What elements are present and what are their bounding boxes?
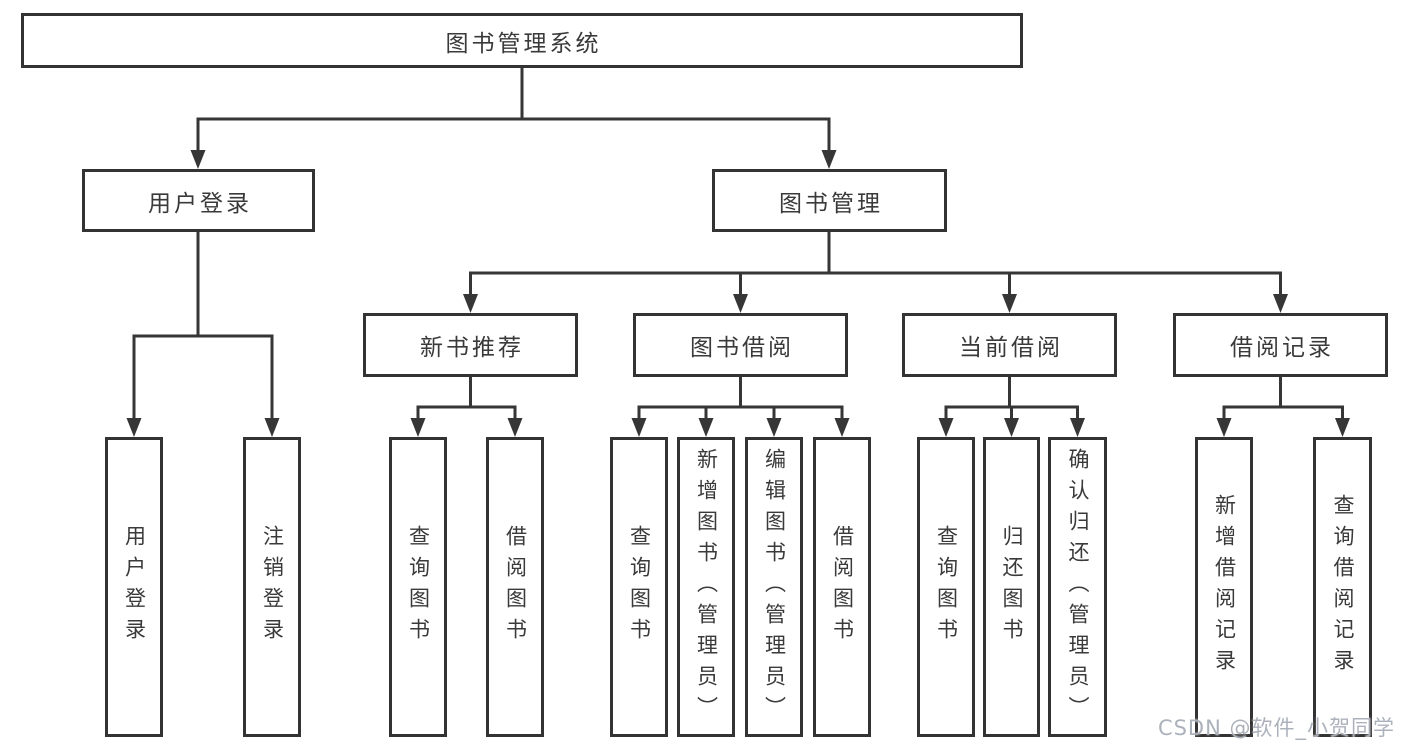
connector-borrow-records <box>1222 377 1344 420</box>
leaf-return-books: 归还图书 <box>983 437 1040 737</box>
arrow-icon <box>1216 418 1232 437</box>
connector-root <box>196 67 831 152</box>
arrow-icon <box>821 150 837 169</box>
arrow-icon <box>1335 418 1350 437</box>
arrow-icon <box>1002 294 1017 313</box>
connector-book-borrow <box>637 377 844 420</box>
arrow-icon <box>766 418 782 437</box>
connector-current-borrow <box>944 377 1079 420</box>
connector-book-management <box>469 232 1282 296</box>
leaf-edit-books-admin: 编辑图书（管理员） <box>745 437 803 737</box>
arrow-icon <box>1070 418 1085 437</box>
leaf-confirm-return-admin: 确认归还（管理员） <box>1048 437 1107 737</box>
leaf-logout: 注销登录 <box>243 437 301 737</box>
node-new-book-recommend: 新书推荐 <box>363 313 578 377</box>
node-book-borrow: 图书借阅 <box>633 313 848 377</box>
arrow-icon <box>507 418 523 437</box>
node-borrow-records: 借阅记录 <box>1173 313 1388 377</box>
connector-new-book-recommend <box>416 377 517 420</box>
leaf-add-borrow-record: 新增借阅记录 <box>1195 437 1253 737</box>
node-current-borrow: 当前借阅 <box>902 313 1117 377</box>
leaf-query-borrow-record: 查询借阅记录 <box>1313 437 1372 737</box>
leaf-query-books-current: 查询图书 <box>917 437 975 737</box>
arrow-icon <box>190 150 206 169</box>
leaf-user-login: 用户登录 <box>105 437 163 737</box>
connector-lines <box>132 67 1344 420</box>
arrow-icon <box>834 418 850 437</box>
arrow-icon <box>733 294 748 313</box>
leaf-borrow-books-recommend: 借阅图书 <box>486 437 544 737</box>
leaf-query-books-borrow: 查询图书 <box>610 437 668 737</box>
leaf-query-books-recommend: 查询图书 <box>389 437 447 737</box>
arrow-icon <box>698 418 714 437</box>
leaf-borrow-books: 借阅图书 <box>813 437 871 737</box>
arrow-icon <box>1004 418 1019 437</box>
arrow-icon <box>410 418 426 437</box>
node-user-login: 用户登录 <box>82 169 315 232</box>
arrowheads <box>126 150 1350 437</box>
node-root-system: 图书管理系统 <box>21 13 1023 68</box>
arrow-icon <box>1273 294 1288 313</box>
arrow-icon <box>264 418 280 437</box>
arrow-icon <box>631 418 647 437</box>
arrow-icon <box>938 418 954 437</box>
node-book-management: 图书管理 <box>712 169 947 232</box>
arrow-icon <box>463 294 478 313</box>
csdn-watermark: CSDN @软件_小贺同学 <box>1157 716 1395 740</box>
leaf-add-books-admin: 新增图书（管理员） <box>677 437 735 737</box>
arrow-icon <box>126 418 142 437</box>
connector-user-login <box>132 232 274 420</box>
